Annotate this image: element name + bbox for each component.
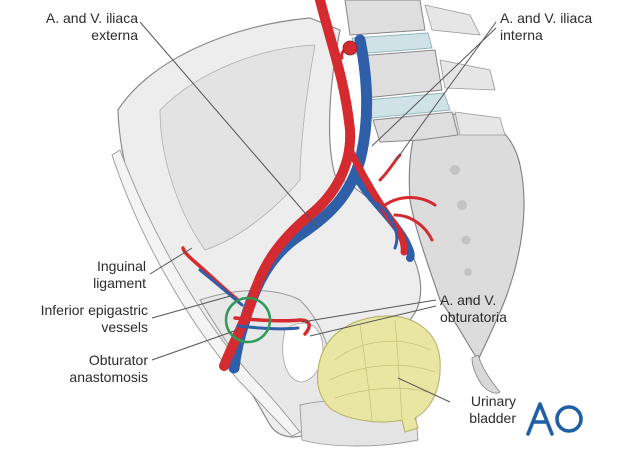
vessel-bulge [342, 40, 358, 56]
label-obturator-anastomosis: Obturator anastomosis [30, 352, 148, 386]
vein-branches [368, 198, 399, 250]
label-epigastric-line1: Inferior epigastric [40, 302, 148, 318]
label-bladder-line1: Urinary [470, 393, 516, 409]
ao-logo-o [555, 405, 583, 433]
label-obturatoria-line1: A. and V. [440, 292, 497, 308]
iliac-artery [219, 0, 356, 371]
label-bladder-line2: bladder [469, 410, 516, 426]
label-urinary-bladder: Urinary bladder [440, 393, 516, 427]
label-inguinal-line1: Inguinal [96, 258, 146, 274]
label-inguinal-line2: ligament [93, 275, 146, 291]
iliac-fossa [159, 44, 316, 251]
label-iliaca-interna-line2: interna [500, 27, 543, 43]
sacral-foramina [450, 165, 474, 304]
label-iliaca-interna-line1: A. and V. iliaca [500, 10, 593, 26]
urinary-bladder [316, 315, 441, 433]
ao-logo [526, 402, 583, 436]
label-epigastric-line2: vessels [101, 319, 148, 335]
label-iliaca-interna: A. and V. iliaca interna [500, 10, 616, 44]
label-anastomosis-line2: anastomosis [69, 369, 148, 385]
label-obturatoria-line2: obturatoria [440, 309, 507, 325]
leader-lines [139, 21, 497, 403]
label-epigastric-vessels: Inferior epigastric vessels [2, 302, 148, 336]
obturator-artery [233, 316, 311, 336]
label-obturatoria: A. and V. obturatoria [440, 292, 550, 326]
anastomosis-highlight [224, 296, 272, 344]
label-iliaca-externa-line1: A. and V. iliaca [45, 10, 138, 26]
ao-logo-a [526, 402, 554, 436]
coccyx [471, 354, 501, 394]
label-anastomosis-line1: Obturator [88, 352, 148, 368]
label-inguinal-ligament: Inguinal ligament [40, 258, 146, 292]
epigastric-vein [198, 268, 244, 307]
inguinal-ligament [111, 149, 301, 437]
label-iliaca-externa-line2: externa [91, 27, 138, 43]
bladder-muscle-fibres [329, 319, 436, 421]
label-iliaca-externa: A. and V. iliaca externa [22, 10, 138, 44]
lumbar-spine [344, 0, 506, 143]
